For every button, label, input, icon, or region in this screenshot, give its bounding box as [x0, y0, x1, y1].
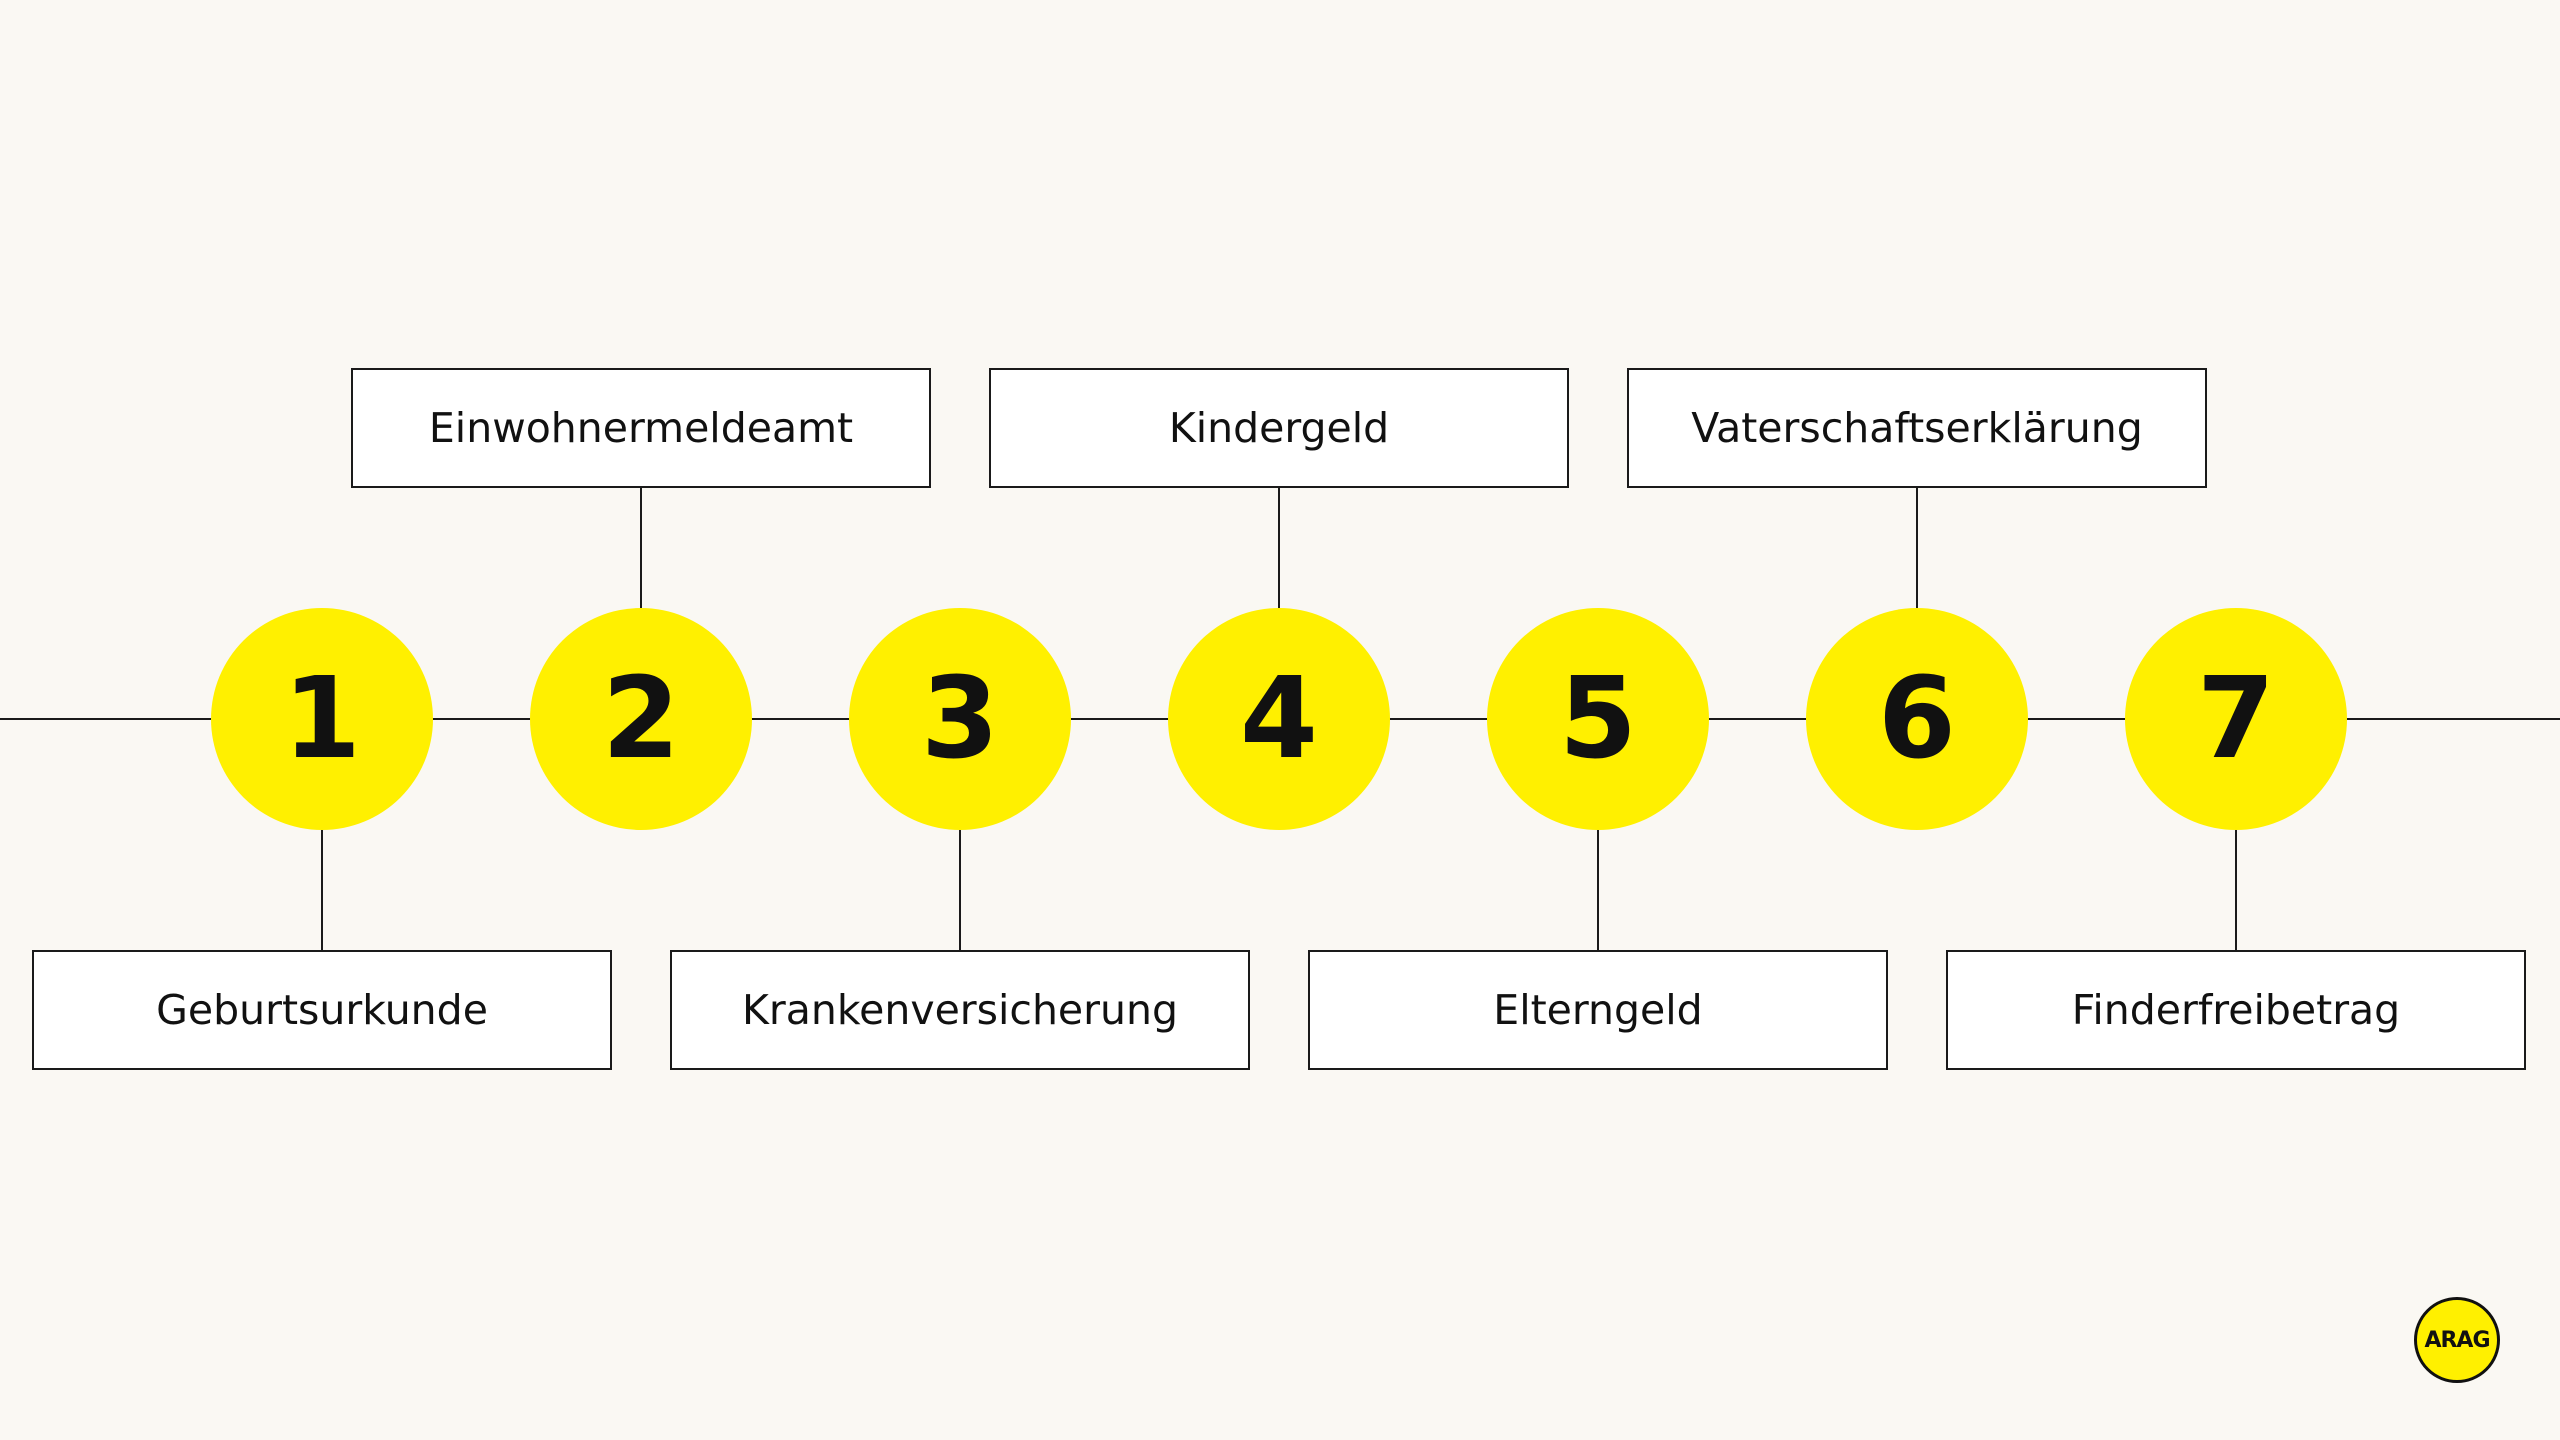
step-label: Geburtsurkunde: [156, 986, 488, 1034]
step-circle: 4: [1168, 608, 1390, 830]
step-label-box: Vaterschaftserklärung: [1627, 368, 2207, 488]
step-label: Vaterschaftserklärung: [1691, 404, 2143, 452]
step-label: Kindergeld: [1168, 404, 1390, 452]
step-label: Finderfreibetrag: [2071, 986, 2401, 1034]
step-circle: 2: [530, 608, 752, 830]
step-circle: 3: [849, 608, 1071, 830]
step-label-box: Krankenversicherung: [670, 950, 1250, 1070]
step-label-box: Elterngeld: [1308, 950, 1888, 1070]
step-number: 4: [1240, 654, 1318, 784]
step-number: 6: [1878, 654, 1956, 784]
step-label-box: Einwohnermeldeamt: [351, 368, 931, 488]
step-number: 5: [1559, 654, 1637, 784]
step-label-box: Finderfreibetrag: [1946, 950, 2526, 1070]
step-label: Einwohnermeldeamt: [428, 404, 854, 452]
step-circle: 6: [1806, 608, 2028, 830]
step-number: 3: [921, 654, 999, 784]
step-label-box: Kindergeld: [989, 368, 1569, 488]
arag-logo: ARAG: [2414, 1297, 2500, 1383]
step-circle: 7: [2125, 608, 2347, 830]
step-label-box: Geburtsurkunde: [32, 950, 612, 1070]
step-number: 7: [2197, 654, 2275, 784]
step-label: Elterngeld: [1493, 986, 1703, 1034]
step-number: 2: [602, 654, 680, 784]
step-number: 1: [283, 654, 361, 784]
step-label: Krankenversicherung: [741, 986, 1179, 1034]
logo-text: ARAG: [2424, 1327, 2490, 1353]
step-circle: 1: [211, 608, 433, 830]
step-circle: 5: [1487, 608, 1709, 830]
